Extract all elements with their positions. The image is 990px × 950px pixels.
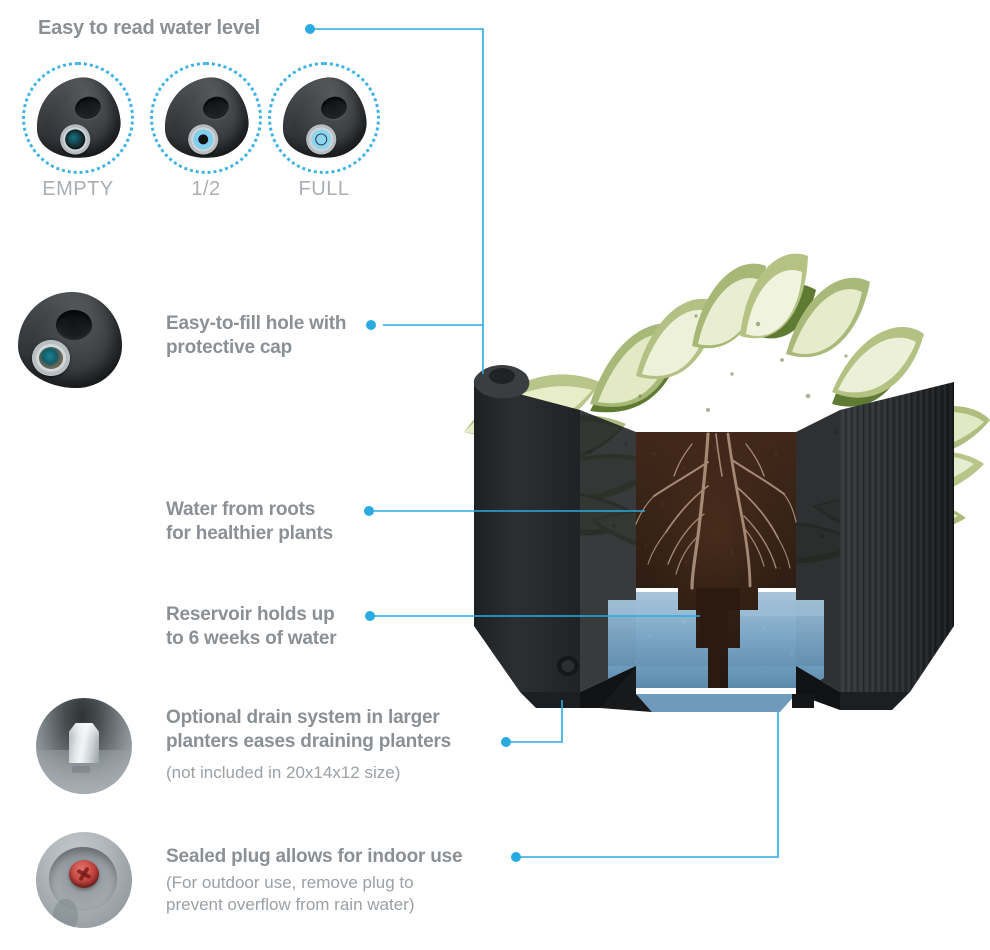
fill-cap-body <box>18 292 122 388</box>
drain-stamp <box>72 765 91 773</box>
gauge-level-fill <box>64 128 87 151</box>
water-from-roots-heading: Water from roots for healthier plants <box>166 499 334 544</box>
gauge-label-empty: EMPTY <box>42 178 114 200</box>
plug-cross-slot <box>78 866 90 882</box>
soil-and-roots <box>635 432 797 688</box>
drain-system-subtext: (not included in 20x14x12 size) <box>166 763 401 782</box>
gauge-dotted-ring <box>268 62 380 174</box>
fill-cap-port <box>56 310 92 340</box>
gauge-level-fill <box>192 128 215 151</box>
gauge-level-fill <box>310 128 333 151</box>
gauge-full <box>268 62 380 174</box>
fill-cap-icon <box>18 292 122 388</box>
gauge-fill-port <box>200 93 232 123</box>
gauge-label-half: 1/2 <box>191 178 221 200</box>
gauge-window <box>304 122 338 156</box>
sealed-plug-heading: Sealed plug allows for indoor use <box>166 846 463 867</box>
fill-cap-level <box>39 347 63 369</box>
plug-groove <box>53 899 79 928</box>
gauge-window <box>58 122 92 156</box>
planter-left-wall <box>474 382 580 692</box>
reservoir-heading: Reservoir holds up to 6 weeks of water <box>166 604 337 649</box>
plug-body <box>69 860 99 889</box>
sealed-plug-subtext: (For outdoor use, remove plug to prevent… <box>166 873 415 915</box>
gauge-fill-port <box>318 93 350 123</box>
drain-system-heading: Optional drain system in larger planters… <box>166 707 452 752</box>
gauge-dotted-ring <box>150 62 262 174</box>
gauge-label-full: FULL <box>298 178 350 200</box>
sealed-plug-icon <box>36 832 132 928</box>
fill-cap-on-planter <box>473 365 530 399</box>
gauge-dotted-ring <box>22 62 134 174</box>
water-level-heading: Easy to read water level <box>38 17 260 39</box>
gauge-half <box>150 62 262 174</box>
plug-notch <box>792 694 814 708</box>
gauge-fill-port <box>72 93 104 123</box>
gauge-empty <box>22 62 134 174</box>
drain-bolt-icon <box>36 698 132 794</box>
fill-hole-heading: Easy-to-fill hole with protective cap <box>166 313 347 358</box>
gauge-window <box>186 122 220 156</box>
drain-bolt <box>69 722 99 763</box>
fill-cap-window <box>32 340 70 376</box>
drain-port <box>557 656 579 676</box>
planter-cutaway-illustration <box>440 196 990 776</box>
